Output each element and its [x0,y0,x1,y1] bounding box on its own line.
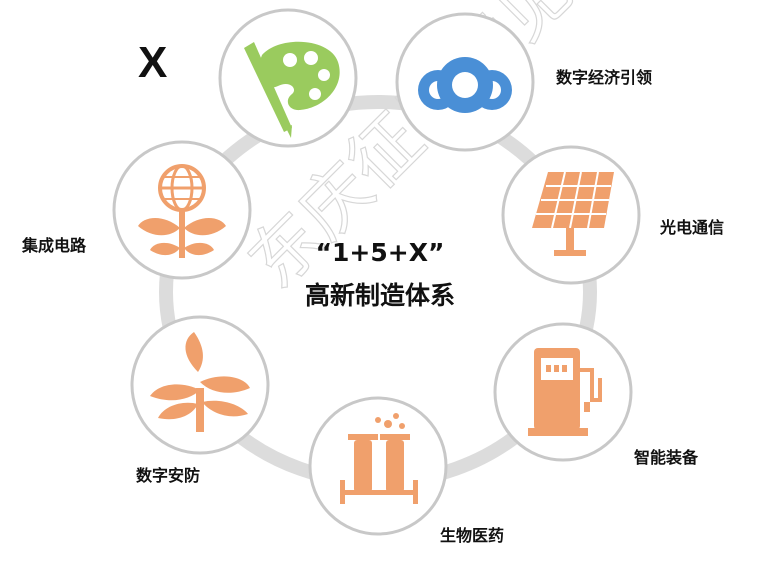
node-machine [493,322,633,462]
center-title-line1: “1+5+X” [315,238,445,267]
node-solar [501,145,641,285]
node-globe [112,140,252,280]
center-title-line2: 高新制造体系 [304,281,455,310]
label-biomedicine: 生物医药 [440,526,505,545]
gear-icon [418,57,512,113]
label-smart-equipment: 智能装备 [634,448,699,467]
solar-panel-icon [532,171,614,256]
node-lab [308,396,448,536]
label-integrated-circuit: 集成电路 [22,236,87,255]
lab-flask-icon [340,413,418,504]
palette-icon [244,41,340,138]
tree-icon [150,332,250,432]
node-palette [218,8,358,148]
node-tree [130,315,270,455]
globe-plant-icon [138,164,226,258]
label-digital-security: 数字安防 [136,466,201,485]
label-digital-economy: 数字经济引领 [556,68,653,87]
x-mark: X [138,38,168,87]
machine-icon [528,348,602,436]
node-gears [395,12,535,152]
label-optoelectronics: 光电通信 [660,218,725,237]
